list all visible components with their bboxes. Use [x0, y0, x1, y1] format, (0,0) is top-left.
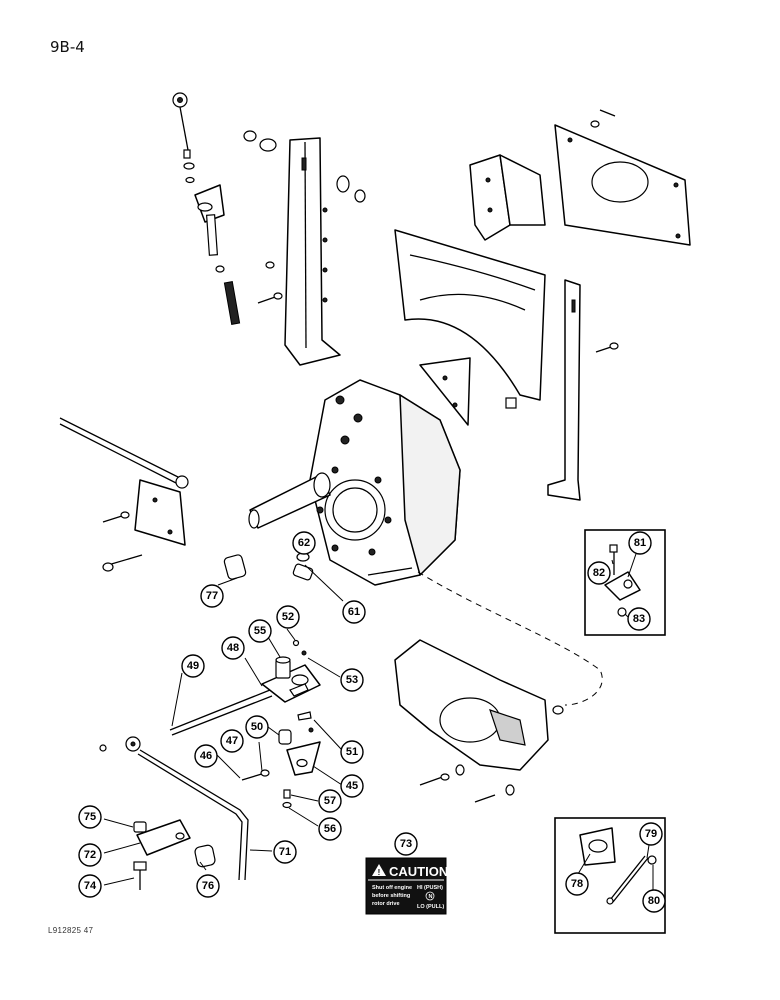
callout-55: 55 — [248, 619, 272, 643]
callout-51: 51 — [340, 740, 364, 764]
decal-warning-line-1: Shut off engine — [372, 885, 412, 891]
callout-83: 83 — [627, 607, 651, 631]
callout-56: 56 — [318, 817, 342, 841]
callout-47: 47 — [220, 729, 244, 753]
callout-50-label: 50 — [251, 721, 263, 733]
callout-73: 73 — [394, 832, 418, 856]
callout-76: 76 — [196, 874, 220, 898]
callout-48: 48 — [221, 636, 245, 660]
callout-56-label: 56 — [324, 823, 336, 835]
support-bracket-right — [547, 279, 619, 501]
callout-78: 78 — [565, 872, 589, 896]
callout-80: 80 — [642, 889, 666, 913]
callout-81: 81 — [628, 531, 652, 555]
rotor-drive-casting — [394, 639, 564, 803]
callout-57-label: 57 — [324, 795, 336, 807]
callout-75-label: 75 — [84, 811, 96, 823]
callout-75: 75 — [78, 805, 102, 829]
support-bracket-left — [243, 130, 366, 366]
callout-80-label: 80 — [648, 895, 660, 907]
callout-72: 72 — [78, 843, 102, 867]
callout-46: 46 — [194, 744, 218, 768]
bushing-and-fitting — [223, 552, 314, 581]
callout-53: 53 — [340, 668, 364, 692]
callout-52: 52 — [276, 605, 300, 629]
lower-shift-rod — [99, 736, 249, 890]
caution-decal: ! CAUTION Shut off engine before shiftin… — [365, 857, 448, 915]
callout-45-label: 45 — [346, 780, 358, 792]
callout-55-label: 55 — [254, 625, 266, 637]
callout-49-label: 49 — [187, 660, 199, 672]
callout-82-label: 82 — [593, 567, 605, 579]
callout-71-label: 71 — [279, 846, 291, 858]
shield-panel — [394, 229, 546, 401]
callout-77-label: 77 — [206, 590, 218, 602]
callout-71: 71 — [273, 840, 297, 864]
callout-83-label: 83 — [633, 613, 645, 625]
inset-detail-upper — [584, 529, 666, 636]
callout-79: 79 — [639, 822, 663, 846]
callout-77: 77 — [200, 584, 224, 608]
callout-52-label: 52 — [282, 611, 294, 623]
decal-hi-label: HI (PUSH) — [417, 885, 443, 891]
decal-neutral-label: N — [429, 894, 433, 900]
mounting-plate — [469, 109, 691, 246]
callout-74: 74 — [78, 874, 102, 898]
page-label: 9B-4 — [50, 38, 85, 56]
callout-57: 57 — [318, 789, 342, 813]
callout-73-label: 73 — [400, 838, 412, 850]
callout-62-label: 62 — [298, 537, 310, 549]
decal-warning-line-3: rotor drive — [372, 901, 400, 907]
callout-45: 45 — [340, 774, 364, 798]
callout-62: 62 — [292, 531, 316, 555]
leader-lines — [103, 549, 654, 890]
long-rod — [59, 417, 189, 572]
callout-53-label: 53 — [346, 674, 358, 686]
callout-49: 49 — [181, 654, 205, 678]
callout-51-label: 51 — [346, 746, 358, 758]
callout-61-label: 61 — [348, 606, 360, 618]
callout-61: 61 — [342, 600, 366, 624]
callout-74-label: 74 — [84, 880, 97, 892]
caution-heading: CAUTION — [389, 864, 448, 879]
triangular-bracket — [419, 357, 517, 426]
decal-warning-line-2: before shifting — [372, 893, 410, 899]
callout-47-label: 47 — [226, 735, 238, 747]
callout-46-label: 46 — [200, 750, 212, 762]
callout-50: 50 — [245, 715, 269, 739]
callout-48-label: 48 — [227, 642, 239, 654]
decal-lo-label: LO (PULL) — [417, 904, 444, 910]
callout-79-label: 79 — [645, 828, 657, 840]
callout-76-label: 76 — [202, 880, 214, 892]
callout-72-label: 72 — [84, 849, 96, 861]
svg-text:!: ! — [378, 868, 381, 877]
inset-detail-lower — [554, 817, 666, 934]
shift-lever-assembly — [172, 92, 241, 325]
callout-78-label: 78 — [571, 878, 583, 890]
callout-81-label: 81 — [634, 537, 646, 549]
drawing-reference: L912825 47 — [48, 926, 94, 935]
rotor-drive-gearbox — [248, 379, 461, 586]
shift-linkage — [169, 639, 321, 809]
callout-82: 82 — [587, 561, 611, 585]
